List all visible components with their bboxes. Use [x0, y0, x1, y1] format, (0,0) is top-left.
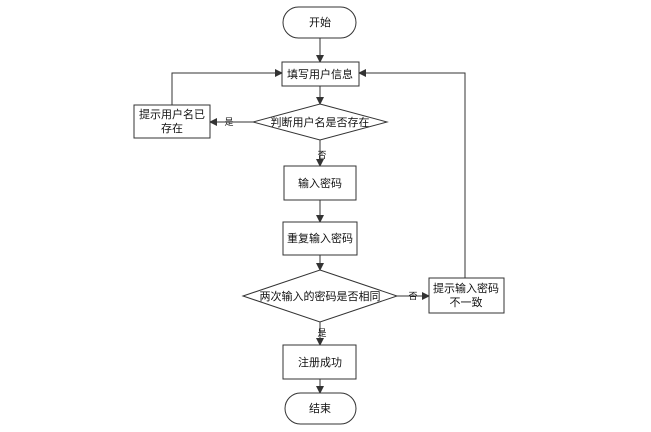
node-fill-info: [281, 61, 360, 87]
node-start: [282, 6, 357, 39]
node-enter-password: [283, 165, 357, 201]
check-username-label: 判断用户名是否存在: [271, 115, 370, 129]
node-compare-passwords: [241, 269, 399, 323]
start-label: 开始: [309, 15, 331, 29]
node-end: [284, 392, 357, 425]
edge-exists-back-to-fill: [171, 69, 283, 105]
node-labels: 开始 填写用户信息 判断用户名是否存在 提示用户名已 存在 输入密码 重复输入密…: [139, 15, 499, 415]
repeat-password-label: 重复输入密码: [287, 231, 353, 245]
edge-label-yes-1: 是: [224, 117, 233, 128]
username-exists-label-line1: 提示用户名已: [139, 107, 205, 121]
end-label: 结束: [309, 402, 331, 415]
nodes: [133, 6, 505, 425]
mismatch-label-line2: 不一致: [450, 295, 483, 309]
node-mismatch: [428, 277, 505, 314]
compare-passwords-label: 两次输入的密码是否相同: [260, 289, 381, 303]
success-label: 注册成功: [298, 355, 342, 369]
edge-label-no-2: 否: [408, 291, 417, 302]
edge-labels: 是 否 否 是: [224, 117, 417, 339]
edge-label-yes-2: 是: [317, 328, 326, 339]
enter-password-label: 输入密码: [298, 176, 342, 190]
node-check-username: [251, 103, 389, 141]
username-exists-label-line2: 存在: [161, 121, 183, 135]
fill-info-label: 填写用户信息: [287, 67, 353, 81]
node-repeat-password: [282, 221, 358, 256]
mismatch-label-line1: 提示输入密码: [433, 281, 499, 295]
node-success: [282, 344, 357, 380]
edge-label-no-1: 否: [317, 150, 326, 161]
connectors: [171, 38, 466, 394]
edge-mismatch-back-to-fill: [358, 69, 466, 278]
node-username-exists: [133, 104, 211, 139]
